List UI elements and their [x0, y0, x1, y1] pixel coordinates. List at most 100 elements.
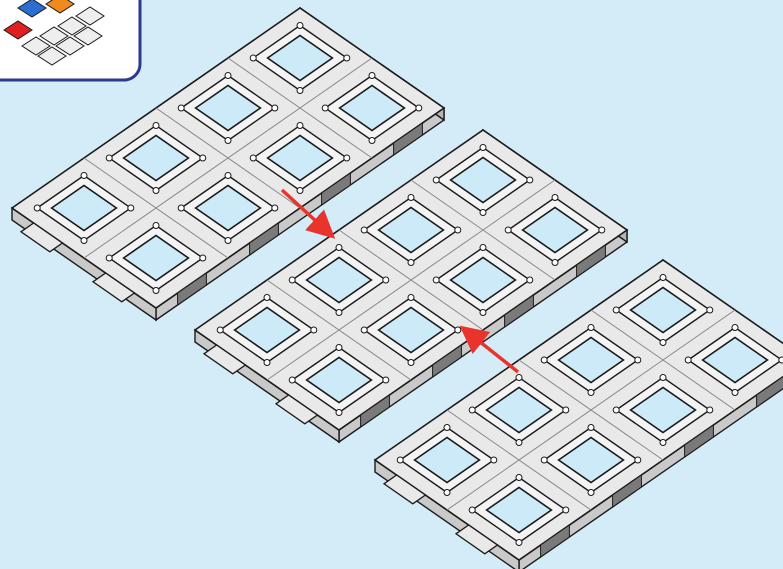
peg — [408, 295, 414, 301]
peg — [272, 105, 278, 111]
peg — [527, 177, 533, 183]
peg — [779, 357, 783, 363]
peg — [264, 360, 270, 366]
peg — [685, 357, 691, 363]
peg — [516, 440, 522, 446]
peg — [469, 407, 475, 413]
peg — [322, 105, 328, 111]
peg — [34, 205, 40, 211]
peg — [225, 138, 231, 144]
peg — [660, 375, 666, 381]
peg — [563, 507, 569, 513]
peg — [200, 255, 206, 261]
peg — [369, 138, 375, 144]
peg — [408, 195, 414, 201]
inset-preview — [0, 0, 140, 80]
peg — [541, 457, 547, 463]
peg — [361, 227, 367, 233]
peg — [128, 205, 134, 211]
peg — [200, 155, 206, 161]
peg — [707, 407, 713, 413]
peg — [588, 325, 594, 331]
panels-layer — [12, 8, 783, 569]
peg — [297, 88, 303, 94]
peg — [408, 360, 414, 366]
peg — [106, 255, 112, 261]
peg — [552, 195, 558, 201]
peg — [272, 205, 278, 211]
peg — [383, 277, 389, 283]
peg — [336, 245, 342, 251]
peg — [588, 425, 594, 431]
peg — [541, 357, 547, 363]
peg — [732, 390, 738, 396]
peg — [444, 425, 450, 431]
peg — [344, 155, 350, 161]
peg — [178, 205, 184, 211]
peg — [469, 507, 475, 513]
peg — [250, 55, 256, 61]
peg — [516, 375, 522, 381]
peg — [732, 325, 738, 331]
peg — [599, 227, 605, 233]
peg — [480, 145, 486, 151]
peg — [264, 295, 270, 301]
peg — [660, 340, 666, 346]
peg — [217, 327, 223, 333]
peg — [153, 123, 159, 129]
peg — [81, 173, 87, 179]
peg — [297, 23, 303, 29]
peg — [552, 260, 558, 266]
peg — [480, 310, 486, 316]
peg — [516, 475, 522, 481]
peg — [516, 540, 522, 546]
peg — [408, 260, 414, 266]
peg — [588, 490, 594, 496]
peg — [361, 327, 367, 333]
peg — [660, 275, 666, 281]
peg — [707, 307, 713, 313]
peg — [289, 377, 295, 383]
peg — [289, 277, 295, 283]
peg — [225, 173, 231, 179]
peg — [344, 55, 350, 61]
peg — [397, 457, 403, 463]
peg — [178, 105, 184, 111]
peg — [635, 357, 641, 363]
peg — [588, 390, 594, 396]
peg — [455, 227, 461, 233]
peg — [250, 155, 256, 161]
peg — [444, 490, 450, 496]
peg — [311, 327, 317, 333]
peg — [225, 238, 231, 244]
peg — [153, 288, 159, 294]
peg — [106, 155, 112, 161]
peg — [613, 407, 619, 413]
peg — [369, 73, 375, 79]
peg — [635, 457, 641, 463]
peg — [225, 73, 231, 79]
peg — [505, 227, 511, 233]
peg — [336, 410, 342, 416]
peg — [433, 177, 439, 183]
peg — [297, 188, 303, 194]
peg — [527, 277, 533, 283]
peg — [563, 407, 569, 413]
peg — [336, 345, 342, 351]
peg — [336, 310, 342, 316]
peg — [480, 245, 486, 251]
peg — [480, 210, 486, 216]
peg — [383, 377, 389, 383]
peg — [81, 238, 87, 244]
peg — [613, 307, 619, 313]
peg — [416, 105, 422, 111]
peg — [433, 277, 439, 283]
peg — [297, 123, 303, 129]
peg — [153, 223, 159, 229]
peg — [491, 457, 497, 463]
peg — [455, 327, 461, 333]
peg — [153, 188, 159, 194]
peg — [660, 440, 666, 446]
